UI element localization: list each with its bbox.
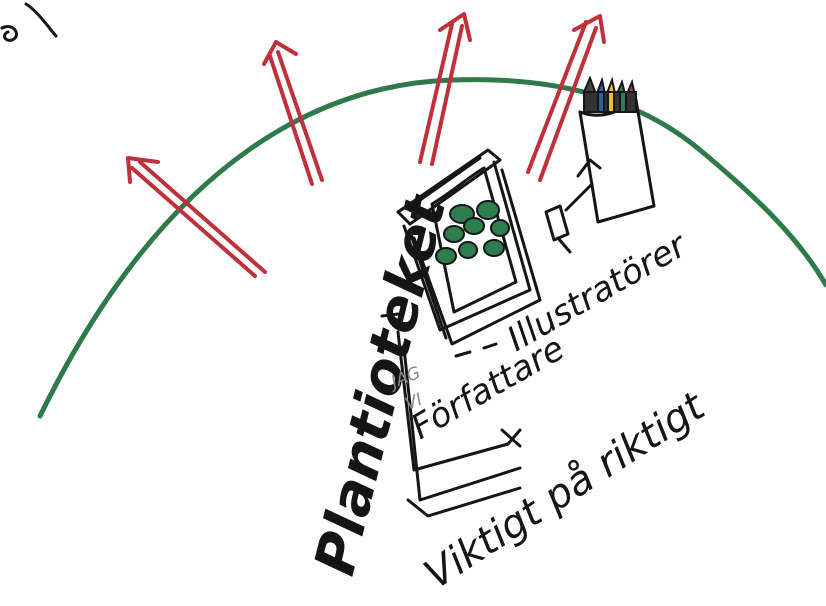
plantioteket-label: Plantioteket xyxy=(303,188,460,581)
colored-pencils xyxy=(584,78,636,112)
pencil-icon xyxy=(546,160,600,252)
illustratorer-label: Illustratörer xyxy=(501,224,695,359)
arrows xyxy=(128,14,604,276)
scribble-mark xyxy=(2,4,56,40)
arrow-3 xyxy=(420,14,470,164)
arrow-1 xyxy=(128,158,265,276)
